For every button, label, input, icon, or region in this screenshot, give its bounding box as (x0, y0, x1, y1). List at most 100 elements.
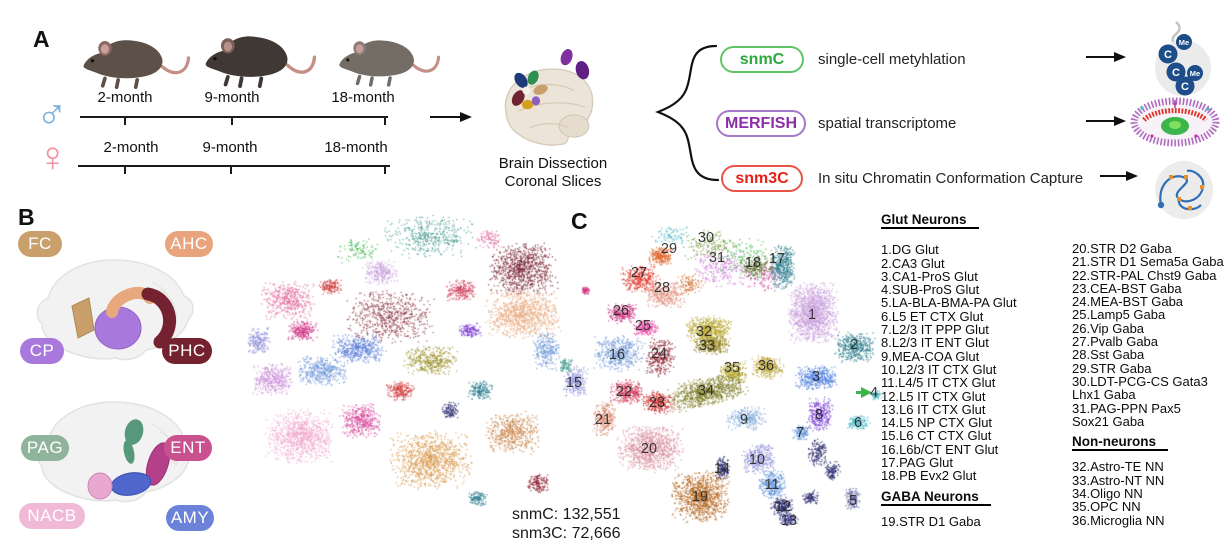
svg-text:C: C (1181, 81, 1189, 93)
legend-item: 20.STR D2 Gaba (1072, 241, 1172, 256)
coronal-slice-icon (1130, 97, 1220, 147)
region-label: CP (29, 341, 55, 360)
cluster-number: 12 (774, 499, 792, 515)
timeline-tick (384, 116, 386, 125)
legend-item: 30.LDT-PCG-CS Gata3 (1072, 373, 1208, 389)
age-label: 18-month (324, 139, 388, 156)
legend-header-gaba: GABA Neurons (881, 489, 991, 506)
svg-text:C: C (1172, 67, 1180, 79)
region-label: AHC (170, 234, 208, 253)
legend-item: 9.MEA-COA Glut (881, 348, 980, 364)
legend-header-glut: Glut Neurons (881, 213, 979, 230)
legend-item: 21.STR D1 Sema5a Gaba (1072, 254, 1224, 270)
legend-item: 5.LA-BLA-BMA-PA Glut (881, 295, 1017, 311)
cluster-number: 6 (853, 415, 863, 431)
region-label: PHC (168, 341, 206, 360)
cluster-number: 4 (869, 385, 879, 401)
legend-item: 11.L4/5 IT CTX Glut (881, 375, 996, 391)
age-label: 9-month (202, 139, 258, 156)
brain-sagittal-top-icon (36, 259, 194, 361)
cluster-number: 2 (849, 337, 859, 353)
cluster-number: 8 (814, 407, 824, 423)
cluster-number: 21 (594, 412, 612, 428)
legend-item: 19.STR D1 Gaba (881, 513, 981, 529)
cluster-number: 7 (795, 425, 805, 441)
cluster-number: 23 (648, 395, 666, 411)
cluster-number: 3 (811, 369, 821, 385)
arrow-right-icon (1086, 52, 1126, 62)
age-label: 2-month (103, 139, 159, 156)
chromatin-icon (1155, 161, 1213, 219)
legend-item: 23.CEA-BST Gaba (1072, 280, 1182, 296)
arrow-right-icon (1086, 116, 1126, 126)
cluster-number: 17 (768, 251, 786, 267)
mouse-2-month-icon (83, 40, 190, 90)
region-pill-amy: AMY (166, 505, 214, 531)
methylation-icon: C C C Me Me (1155, 21, 1211, 96)
cluster-number: 15 (565, 375, 583, 391)
region-pill-pag: PAG (21, 435, 69, 461)
snmc-description: single-cell metyhlation (818, 51, 966, 68)
merfish-badge: MERFISH (716, 110, 806, 137)
legend-item: 13.L6 IT CTX Glut (881, 401, 986, 417)
legend-item: 3.CA1-ProS Glut (881, 268, 978, 284)
arrow-right-icon (1100, 171, 1138, 181)
region-pill-fc: FC (18, 231, 62, 257)
legend-item: 7.L2/3 IT PPP Glut (881, 322, 989, 338)
timeline-tick (231, 116, 233, 125)
brain-caption-line2: Coronal Slices (504, 172, 602, 190)
mouse-9-month-icon (205, 36, 316, 88)
cluster-number: 30 (697, 230, 715, 246)
timeline-tick (384, 165, 386, 174)
cluster-number: 24 (650, 346, 668, 362)
region-pill-cp: CP (20, 338, 64, 364)
cluster-number: 13 (780, 513, 798, 529)
legend-item: 26.Vip Gaba (1072, 320, 1145, 336)
snm3c-badge-label: snm3C (735, 169, 789, 187)
legend-item: Sox21 Gaba (1072, 413, 1145, 429)
region-label: NACB (27, 506, 77, 525)
brain-dissection-icon (504, 49, 594, 146)
age-label: 9-month (204, 89, 260, 106)
legend-item: 16.L6b/CT ENT Glut (881, 441, 999, 457)
cluster-number: 25 (634, 318, 652, 334)
female-timeline (78, 165, 390, 174)
legend-item: 34.Oligo NN (1072, 486, 1143, 502)
region-pill-ahc: AHC (165, 231, 213, 257)
legend-item: 18.PB Evx2 Glut (881, 468, 977, 484)
legend-item: 28.Sst Gaba (1072, 347, 1145, 363)
cluster-number: 22 (615, 384, 633, 400)
legend-item: 8.L2/3 IT ENT Glut (881, 335, 989, 351)
legend-item: 35.OPC NN (1072, 499, 1141, 515)
green-arrow-icon (856, 387, 872, 398)
merfish-badge-label: MERFISH (725, 114, 797, 132)
age-label: 2-month (97, 89, 153, 106)
curly-brace (655, 44, 720, 182)
legend-item: Lhx1 Gaba (1072, 387, 1136, 403)
region-pill-nacb: NACB (19, 503, 85, 529)
cluster-number: 11 (764, 477, 780, 493)
legend-item: 36.Microglia NN (1072, 512, 1165, 528)
cluster-number: 1 (807, 307, 817, 323)
arrow-right-icon (430, 112, 472, 122)
snmc-badge: snmC (720, 46, 804, 73)
legend-item: 12.L5 IT CTX Glut (881, 388, 986, 404)
cluster-number: 5 (848, 493, 858, 509)
legend-gaba-list: 19.STR D1 Gaba (881, 513, 1017, 529)
cluster-number: 32 (695, 324, 713, 340)
legend-item: 10.L2/3 IT CTX Glut (881, 361, 997, 377)
mouse-18-month-icon (339, 40, 440, 87)
cluster-number: 18 (744, 255, 762, 271)
umap-subclasses-canvas (560, 205, 892, 546)
cluster-number: 9 (739, 412, 749, 428)
region-label: AMY (170, 508, 210, 527)
cluster-number: 36 (757, 358, 775, 374)
legend-item: 22.STR-PAL Chst9 Gaba (1072, 267, 1217, 283)
